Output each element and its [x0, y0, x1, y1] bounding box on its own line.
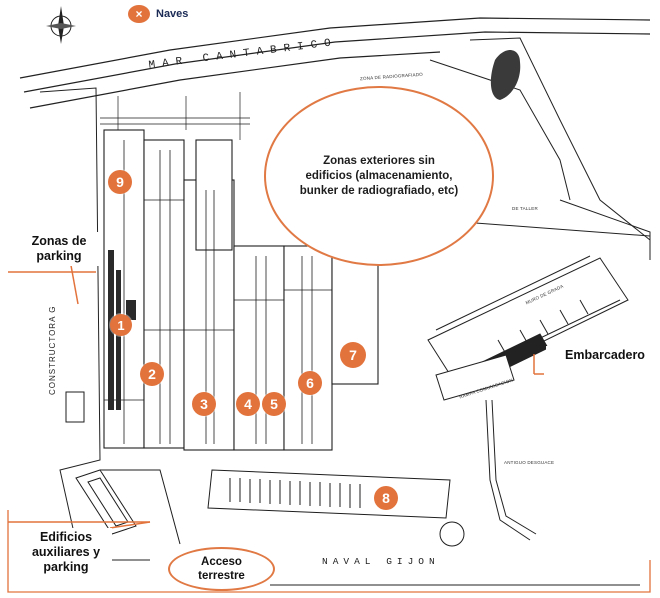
bottom-frame [7, 510, 651, 593]
rampa-comunicacion [435, 354, 515, 401]
taller-label: DE TALLER [512, 206, 538, 211]
nave-badge-6: 6 [298, 371, 322, 395]
nave-badge-2: 2 [140, 362, 164, 386]
nave-badge-5: 5 [262, 392, 286, 416]
channel [485, 399, 537, 541]
compass-rose-icon [46, 6, 76, 44]
nave-badge-3: 3 [192, 392, 216, 416]
constructora-label: CONSTRUCTORA G [48, 305, 57, 395]
parking-zone-label: Zonas de parking [18, 232, 100, 266]
hatched-area [490, 50, 521, 100]
nave-badge-1: 1 [110, 314, 132, 336]
nave-badge-9: 9 [108, 170, 132, 194]
port-name-label: NAVAL GIJON [322, 556, 440, 567]
nave-badge-4: 4 [236, 392, 260, 416]
legend-label: Naves [156, 8, 189, 20]
antiguo-label: ANTIGUO DESGUACE [504, 460, 555, 465]
aux-buildings [65, 391, 465, 547]
exterior-zone-bubble: Zonas exteriores sin edificios (almacena… [264, 86, 494, 266]
top-tracks [100, 92, 250, 140]
auxiliary-buildings-label: Edificios auxiliares y parking [20, 528, 112, 577]
exterior-zone-text: Zonas exteriores sin edificios (almacena… [299, 154, 459, 197]
leader-lines [8, 259, 544, 529]
legend-marker: × [128, 5, 150, 23]
coastline [19, 17, 651, 109]
nave-badge-7: 7 [340, 342, 366, 368]
access-bubble: Acceso terrestre [168, 547, 275, 591]
legend: × Naves [128, 5, 188, 23]
embarcadero-label: Embarcadero [546, 346, 660, 365]
shed-8 [207, 469, 451, 519]
access-text: Acceso terrestre [198, 556, 245, 582]
nave-badge-8: 8 [374, 486, 398, 510]
